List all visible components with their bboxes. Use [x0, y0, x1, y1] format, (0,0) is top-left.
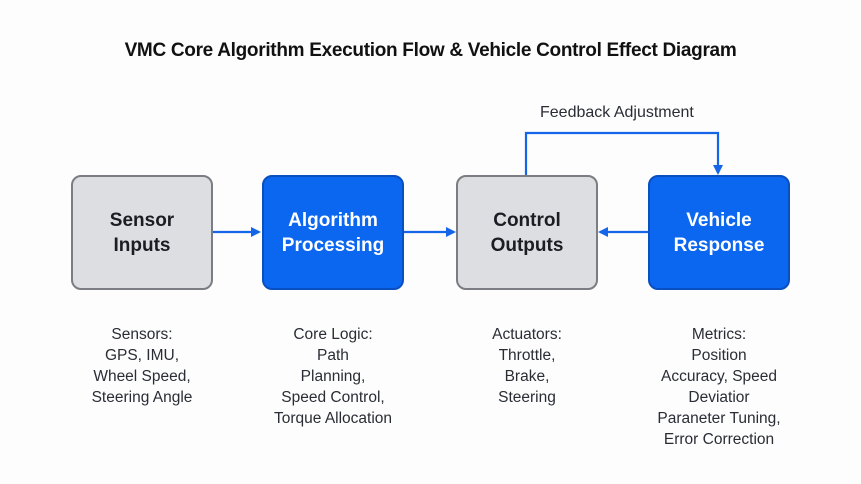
node-label-line2: Response	[673, 234, 765, 256]
desc-line: Accuracy, Speed	[660, 368, 778, 385]
node-control-outputs: Control Outputs	[456, 175, 598, 290]
desc-line: Metrics:	[691, 326, 747, 343]
desc-line: Position	[691, 347, 747, 364]
diagram-title: VMC Core Algorithm Execution Flow & Vehi…	[124, 40, 737, 61]
node-label-line2: Processing	[281, 234, 385, 256]
node-algorithm-processing: Algorithm Processing	[262, 175, 404, 290]
desc-line: Brake,	[504, 368, 550, 385]
node-label-line1: Algorithm	[288, 209, 378, 231]
desc-sensor-inputs: Sensors: GPS, IMU, Wheel Speed, Steering…	[57, 324, 227, 408]
desc-line: Path	[317, 347, 349, 364]
node-label-line1: Vehicle	[686, 209, 752, 231]
desc-line: Planning,	[300, 368, 366, 385]
desc-line: Wheel Speed,	[93, 368, 191, 385]
desc-line: Speed Control,	[281, 389, 385, 406]
node-label-line1: Control	[493, 209, 561, 231]
desc-algorithm-processing: Core Logic: Path Planning, Speed Control…	[248, 324, 418, 429]
desc-line: Actuators:	[492, 326, 562, 343]
feedback-arrow	[524, 131, 723, 175]
desc-control-outputs: Actuators: Throttle, Brake, Steering	[442, 324, 612, 408]
desc-line: Throttle,	[498, 347, 556, 364]
desc-vehicle-response: Metrics: Position Accuracy, Speed Deviat…	[634, 324, 804, 450]
desc-line: Paraneter Tuning,	[657, 410, 781, 427]
node-label-line2: Outputs	[490, 234, 564, 256]
desc-line: Steering	[498, 389, 556, 406]
node-label-line2: Inputs	[113, 234, 171, 256]
desc-line: Core Logic:	[293, 326, 373, 343]
node-label-line1: Sensor	[109, 209, 175, 231]
feedback-label: Feedback Adjustment	[540, 104, 694, 121]
desc-line: Deviatior	[688, 389, 750, 406]
desc-line: Error Correction	[663, 431, 775, 448]
desc-line: Torque Allocation	[273, 410, 393, 427]
desc-line: GPS, IMU,	[104, 347, 180, 364]
desc-line: Sensors:	[111, 326, 173, 343]
node-vehicle-response: Vehicle Response	[648, 175, 790, 290]
desc-line: Steering Angle	[91, 389, 193, 406]
node-sensor-inputs: Sensor Inputs	[71, 175, 213, 290]
